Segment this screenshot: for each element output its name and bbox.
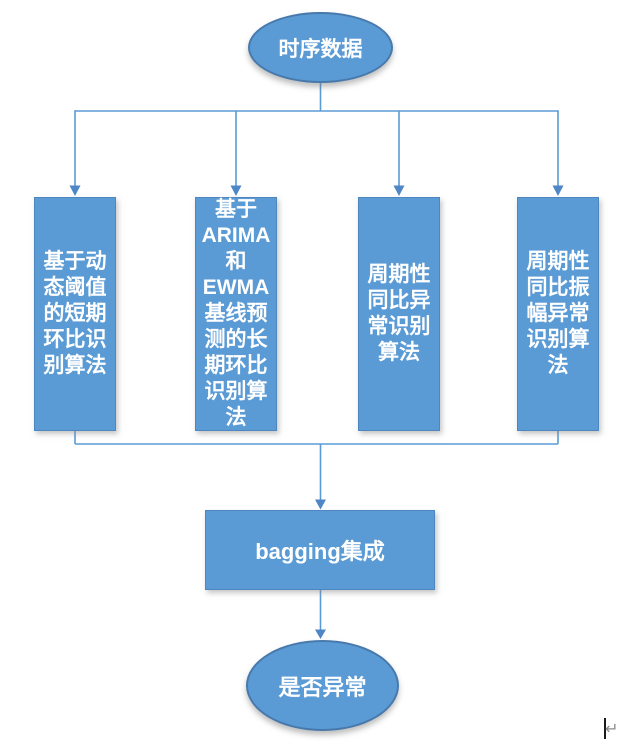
node-start[interactable]: 时序数据 [248,12,393,83]
paragraph-mark-icon: ↵ [605,721,619,738]
node-algo-periodic-yoy-amplitude[interactable]: 周期性 同比振 幅异常 识别算 法 [517,197,599,431]
node-end[interactable]: 是否异常 [246,640,399,731]
node-start-label: 时序数据 [278,37,363,61]
node-algo-arima-ewma-baseline[interactable]: 基于 ARIMA 和 EWMA 基线预 测的长 期环比 识别算 法 [195,197,277,431]
node-algo1-label: 基于动 态阈值 的短期 环比识 别算法 [43,250,107,377]
node-algo-short-term-chain-ratio[interactable]: 基于动 态阈值 的短期 环比识 别算法 [34,197,116,431]
node-bagging-ensemble[interactable]: bagging集成 [205,510,435,590]
node-algo4-label: 周期性 同比振 幅异常 识别算 法 [526,250,590,377]
node-ensemble-label: bagging集成 [255,539,385,564]
node-end-label: 是否异常 [278,674,367,700]
node-algo-periodic-yoy-anomaly[interactable]: 周期性 同比异 常识别 算法 [358,197,440,431]
node-algo2-label: 基于 ARIMA 和 EWMA 基线预 测的长 期环比 识别算 法 [201,198,271,429]
text-cursor [604,718,606,739]
node-algo3-label: 周期性 同比异 常识别 算法 [367,263,431,364]
